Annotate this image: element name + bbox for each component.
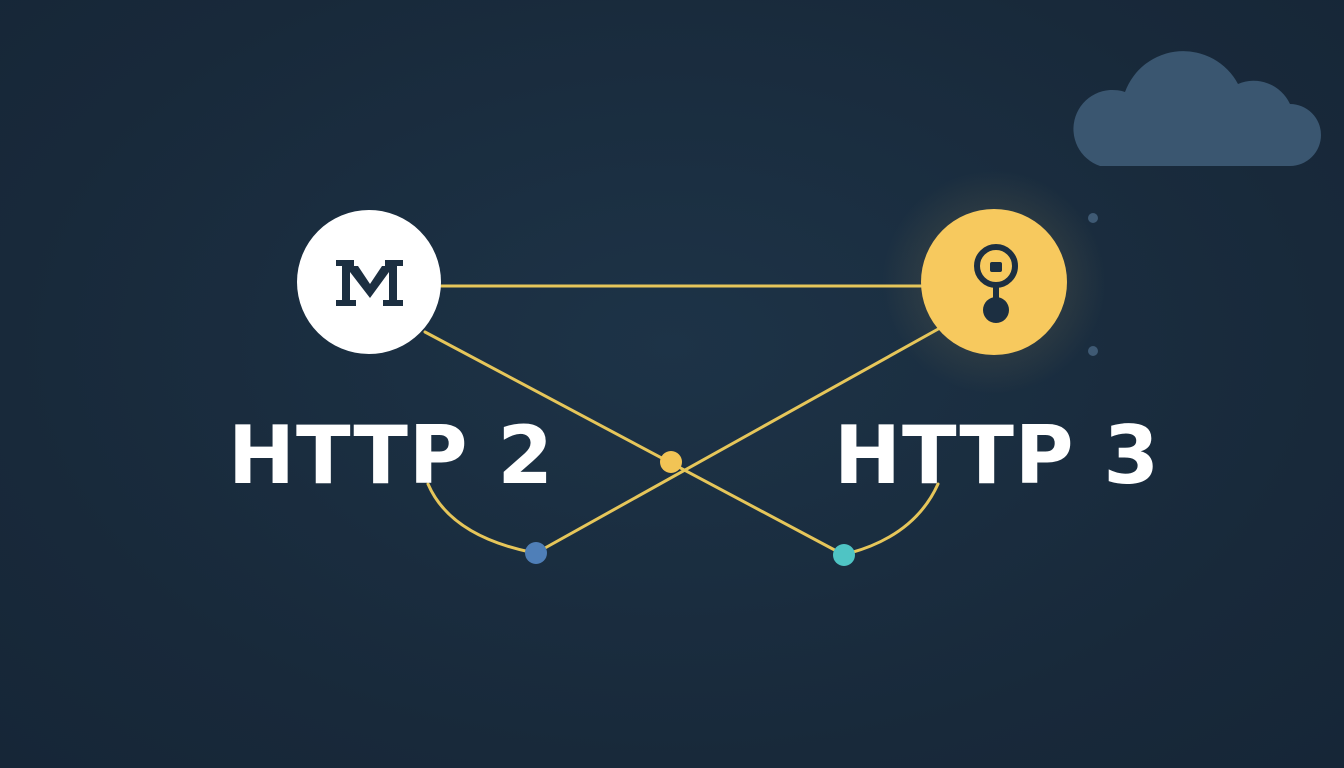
side-dot-top — [1088, 213, 1098, 223]
h-monogram-icon — [336, 260, 403, 306]
keyhole-node-icon — [974, 244, 1018, 323]
cloud-icon — [1073, 51, 1321, 166]
left-node — [297, 210, 441, 354]
http2-label: HTTP 2 — [228, 409, 555, 502]
http3-label: HTTP 3 — [834, 409, 1161, 502]
right-curve-connector — [848, 482, 940, 555]
right-node — [921, 209, 1067, 355]
teal-endpoint-dot — [833, 544, 855, 566]
junction-dot — [660, 451, 682, 473]
cross-connector-right-to-left — [534, 326, 942, 555]
left-curve-connector — [426, 482, 532, 554]
blue-endpoint-dot — [525, 542, 547, 564]
side-dot-bottom — [1088, 346, 1098, 356]
connector-lines — [423, 284, 942, 557]
cross-connector-left-to-right — [423, 330, 846, 557]
